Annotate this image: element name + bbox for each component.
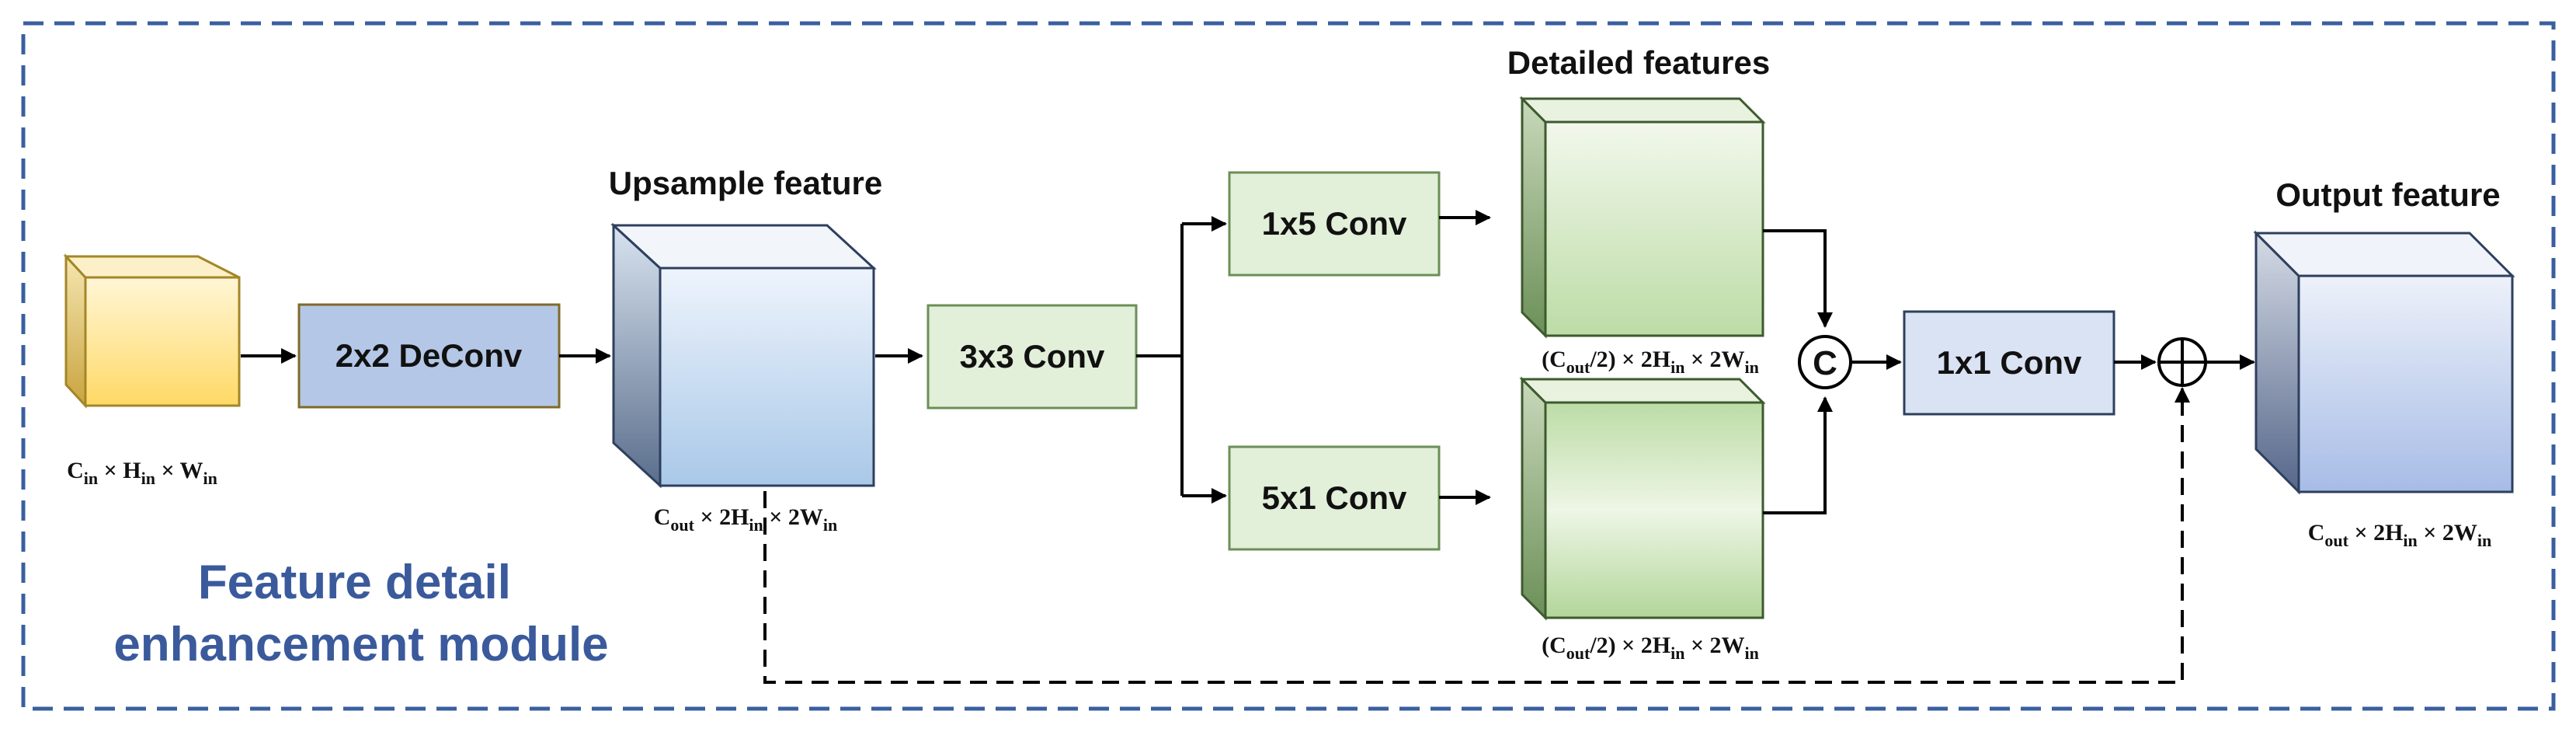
connector-top-concat: [1763, 229, 1833, 328]
detailed-feature-cube-bottom: [1519, 376, 1766, 621]
upsample-label: Upsample feature: [609, 165, 882, 201]
module-title-line2: enhancement module: [113, 618, 608, 671]
output-feature-cube: [2253, 230, 2515, 495]
connector-split: [1136, 224, 1184, 496]
detailed-feature-cube-top: [1519, 96, 1766, 339]
conv5x1-box: [1228, 445, 1441, 551]
detailed-label: Detailed features: [1507, 44, 1770, 81]
connector-bottom-concat: [1763, 396, 1833, 514]
conv1x5-label: 1x5 Conv: [1262, 205, 1407, 242]
detailed-bottom-dims: (Cout/2) × 2Hin × 2Win: [1542, 633, 1759, 663]
module-title: Feature detail enhancement module: [113, 556, 608, 671]
upsample-feature-cube: [610, 222, 877, 489]
conv3x3-box: [926, 304, 1138, 410]
module-title-line1: Feature detail: [198, 556, 511, 609]
conv5x1-label: 5x1 Conv: [1262, 479, 1407, 516]
input-dims: Cin × Hin × Win: [67, 458, 217, 488]
conv1x5-box: [1228, 171, 1441, 277]
conv3x3-label: 3x3 Conv: [960, 338, 1105, 375]
residual-skip-connection: [763, 387, 2190, 684]
input-feature-cube: [63, 253, 241, 409]
output-dims: Cout × 2Hin × 2Win: [2308, 520, 2492, 550]
sum-node: [2157, 337, 2207, 387]
deconv-label: 2x2 DeConv: [335, 337, 523, 374]
detailed-top-dims: (Cout/2) × 2Hin × 2Win: [1542, 347, 1759, 377]
module-frame: [21, 21, 2556, 711]
output-label: Output feature: [2275, 176, 2500, 213]
concat-node: C: [1798, 335, 1852, 389]
concat-symbol: C: [1813, 344, 1837, 382]
upsample-dims: Cout × 2Hin × 2Win: [654, 504, 838, 535]
conv1x1-label: 1x1 Conv: [1937, 344, 2082, 381]
